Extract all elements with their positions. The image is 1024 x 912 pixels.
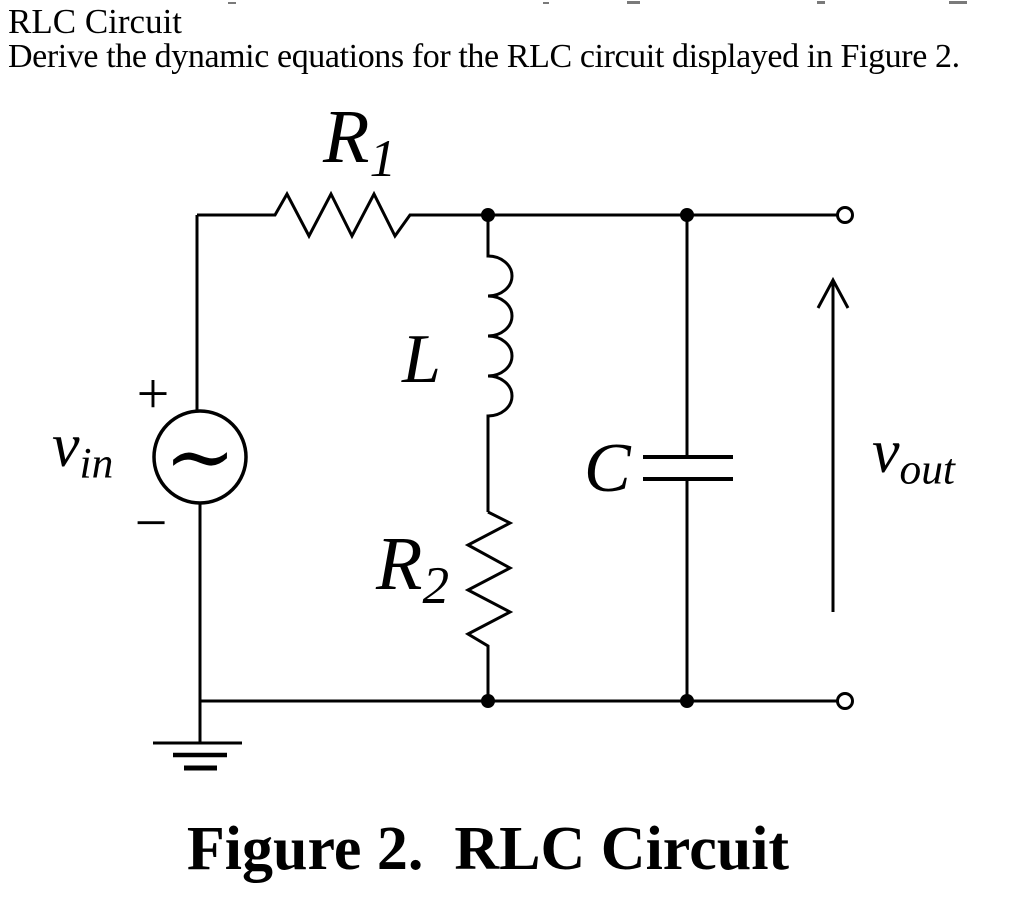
plus-polarity-sign: + — [136, 361, 170, 426]
terminal-top-right — [836, 206, 854, 224]
label-capacitor: C — [584, 430, 631, 507]
junction-dots — [481, 208, 694, 708]
label-r1-sub: 1 — [369, 128, 397, 188]
cutoff-text-artifact — [817, 1, 825, 4]
label-vin-sub: in — [79, 439, 114, 488]
cutoff-text-artifact — [949, 1, 967, 4]
label-vout-sub: out — [899, 445, 955, 494]
terminal-bottom-right — [836, 692, 854, 710]
label-r1-main: R — [323, 95, 370, 179]
label-r2-main: R — [376, 522, 423, 606]
resistor-r1-symbol — [197, 190, 837, 240]
cutoff-text-artifact — [627, 1, 640, 4]
inductor-l-symbol — [486, 215, 514, 512]
label-vout-main: v — [872, 418, 900, 486]
problem-instruction: Derive the dynamic equations for the RLC… — [8, 38, 960, 75]
problem-title: RLC Circuit — [8, 2, 183, 41]
label-r2: R2 — [376, 526, 449, 612]
vout-arrow-icon — [816, 276, 850, 612]
ac-wave-icon: ∼ — [163, 409, 237, 505]
capacitor-c-symbol — [643, 215, 733, 701]
figure-caption: Figure 2. RLC Circuit — [186, 815, 790, 883]
cutoff-text-artifact — [228, 2, 236, 4]
label-vin: vin — [52, 415, 113, 486]
label-r2-sub: 2 — [422, 555, 450, 615]
label-vin-main: v — [52, 412, 80, 480]
label-inductor: L — [402, 321, 441, 398]
cutoff-text-artifact — [543, 2, 549, 4]
node-dot — [481, 694, 495, 708]
node-dot — [680, 694, 694, 708]
resistor-r2-symbol — [464, 510, 514, 701]
node-dot — [481, 208, 495, 222]
label-vout: vout — [872, 421, 955, 492]
ground-icon — [153, 741, 242, 771]
node-dot — [680, 208, 694, 222]
minus-polarity-sign: − — [134, 490, 168, 555]
label-r1: R1 — [323, 99, 396, 185]
